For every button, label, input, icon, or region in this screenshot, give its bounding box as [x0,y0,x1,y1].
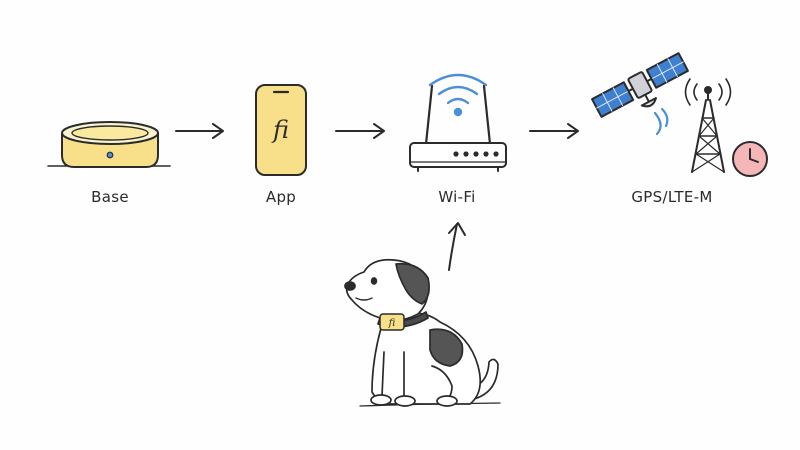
wifi-signal-icon [428,73,488,117]
collar-tag: fi [379,313,405,331]
phone-app-icon [255,84,307,176]
satellite-icon [591,52,689,118]
wifi-router-icon [409,84,507,172]
satellite-signal-icon [653,107,669,136]
dog-illustration [344,258,501,407]
collar-tag-text: fi [388,318,396,329]
node-label-wifi: Wi-Fi [438,188,476,206]
node-label-gps: GPS/LTE-M [631,188,713,206]
arrow-app-to-wifi [335,123,385,139]
node-label-app: App [265,188,297,206]
base-station-icon [47,121,171,168]
arrow-wifi-to-gps [529,123,579,139]
arrow-dog-to-wifi [448,222,466,271]
app-screen-text: fi [271,116,289,144]
arrow-base-to-app [175,123,224,139]
cell-tower-icon [684,78,732,173]
clock-icon [732,141,768,177]
node-label-base: Base [91,188,129,206]
